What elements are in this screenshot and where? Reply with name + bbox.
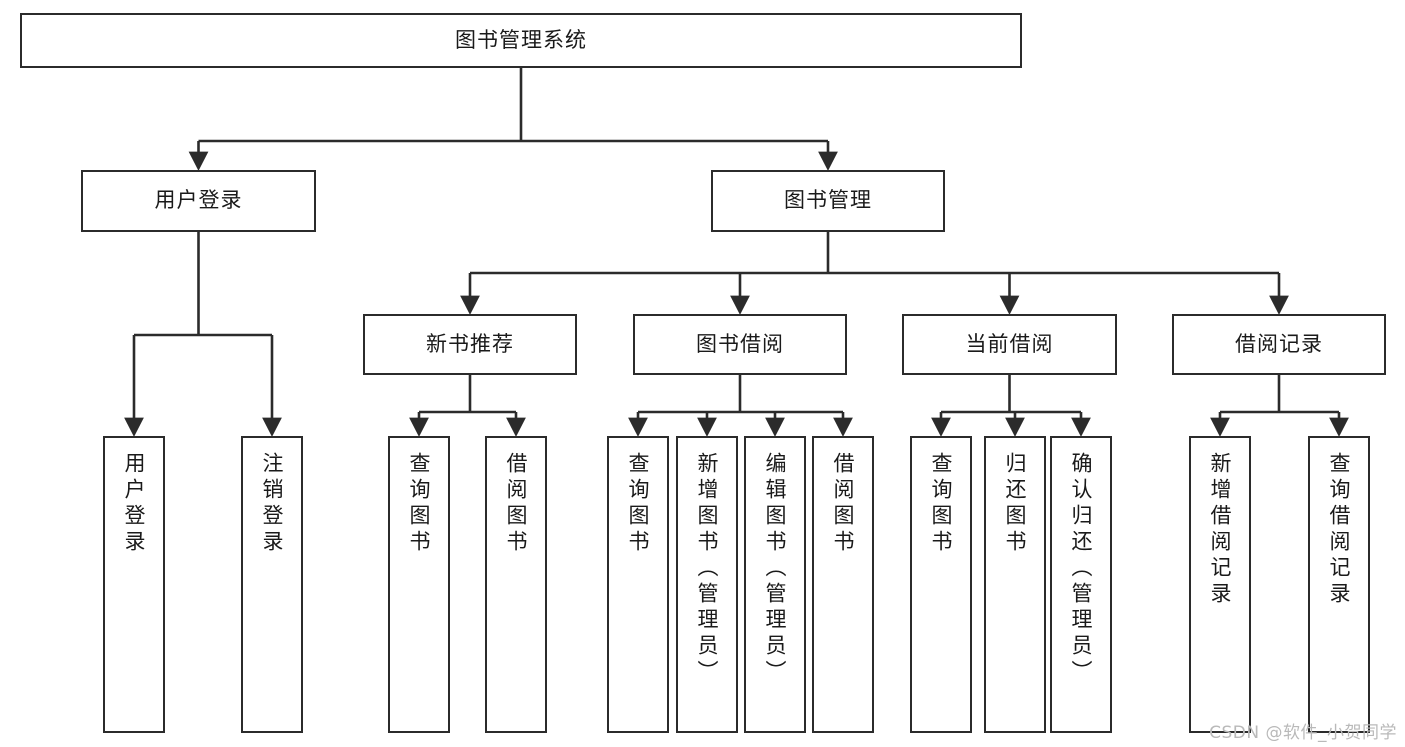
node-leaf-add-book[interactable]: 新增图书（管理员）: [676, 436, 738, 733]
node-label: 图书管理: [784, 188, 872, 213]
node-leaf-borrow-book-2[interactable]: 借阅图书: [812, 436, 874, 733]
node-label: 用户登录: [154, 188, 243, 213]
node-leaf-query-book-2[interactable]: 查询图书: [607, 436, 669, 733]
node-label: 借阅记录: [1235, 331, 1323, 356]
node-borrow-record[interactable]: 借阅记录: [1172, 314, 1386, 375]
node-new-book-rec[interactable]: 新书推荐: [363, 314, 577, 375]
node-label: 查询图书: [407, 452, 432, 556]
node-leaf-user-login[interactable]: 用户登录: [103, 436, 165, 733]
node-label: 注销登录: [260, 452, 285, 556]
node-root[interactable]: 图书管理系统: [20, 13, 1022, 68]
node-label: 新书推荐: [426, 331, 514, 356]
node-label: 新增借阅记录: [1208, 452, 1233, 608]
node-current-borrow[interactable]: 当前借阅: [902, 314, 1117, 375]
node-book-manage[interactable]: 图书管理: [711, 170, 945, 232]
node-label: 借阅图书: [831, 452, 856, 556]
node-label: 图书管理系统: [455, 27, 587, 52]
node-leaf-return-book[interactable]: 归还图书: [984, 436, 1046, 733]
node-label: 用户登录: [122, 452, 147, 556]
node-leaf-user-logout[interactable]: 注销登录: [241, 436, 303, 733]
node-label: 归还图书: [1003, 452, 1028, 556]
node-user-login[interactable]: 用户登录: [81, 170, 316, 232]
node-leaf-query-book-3[interactable]: 查询图书: [910, 436, 972, 733]
node-label: 查询借阅记录: [1327, 452, 1352, 608]
node-leaf-confirm-return[interactable]: 确认归还（管理员）: [1050, 436, 1112, 733]
node-label: 确认归还（管理员）: [1069, 452, 1094, 686]
node-leaf-query-book-1[interactable]: 查询图书: [388, 436, 450, 733]
node-label: 查询图书: [929, 452, 954, 556]
node-label: 查询图书: [626, 452, 651, 556]
csdn-watermark: CSDN @软件_小贺同学: [1209, 723, 1397, 743]
node-leaf-edit-book[interactable]: 编辑图书（管理员）: [744, 436, 806, 733]
node-label: 借阅图书: [504, 452, 529, 556]
node-leaf-query-record[interactable]: 查询借阅记录: [1308, 436, 1370, 733]
node-label: 新增图书（管理员）: [695, 452, 720, 686]
node-label: 编辑图书（管理员）: [763, 452, 788, 686]
node-label: 当前借阅: [965, 331, 1054, 356]
node-leaf-add-record[interactable]: 新增借阅记录: [1189, 436, 1251, 733]
node-label: 图书借阅: [696, 331, 784, 356]
node-leaf-borrow-book-1[interactable]: 借阅图书: [485, 436, 547, 733]
node-book-borrow[interactable]: 图书借阅: [633, 314, 847, 375]
